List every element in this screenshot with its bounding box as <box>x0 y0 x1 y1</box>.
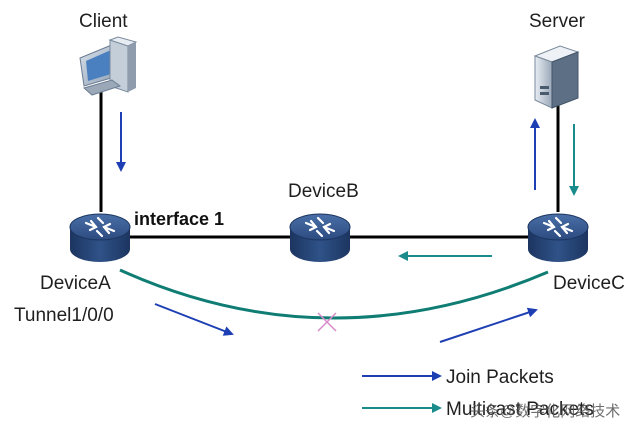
router-devicea-icon <box>69 213 131 262</box>
legend-multicast-label: Multicast Packets <box>446 399 594 420</box>
node-label-server: Server <box>529 11 585 32</box>
node-label-client: Client <box>79 11 128 32</box>
tunnel-label: Tunnel1/0/0 <box>14 305 114 326</box>
tunnel-arc <box>119 268 549 320</box>
router-devicec-icon <box>527 213 589 262</box>
node-label-deviceb: DeviceB <box>288 181 359 202</box>
client-pc-icon <box>79 36 138 96</box>
server-icon <box>533 45 580 109</box>
join-arrow-tunnel-left <box>154 303 234 336</box>
node-label-devicec: DeviceC <box>553 273 625 294</box>
router-deviceb-icon <box>289 213 351 262</box>
legend-join-label: Join Packets <box>446 367 554 388</box>
join-arrow-tunnel-right <box>439 307 538 343</box>
watermark: 头条@数字化网络技术 <box>470 403 621 420</box>
node-label-devicea: DeviceA <box>40 273 111 294</box>
tunnel-break-mark <box>317 312 337 332</box>
interface-label: interface 1 <box>134 209 225 229</box>
